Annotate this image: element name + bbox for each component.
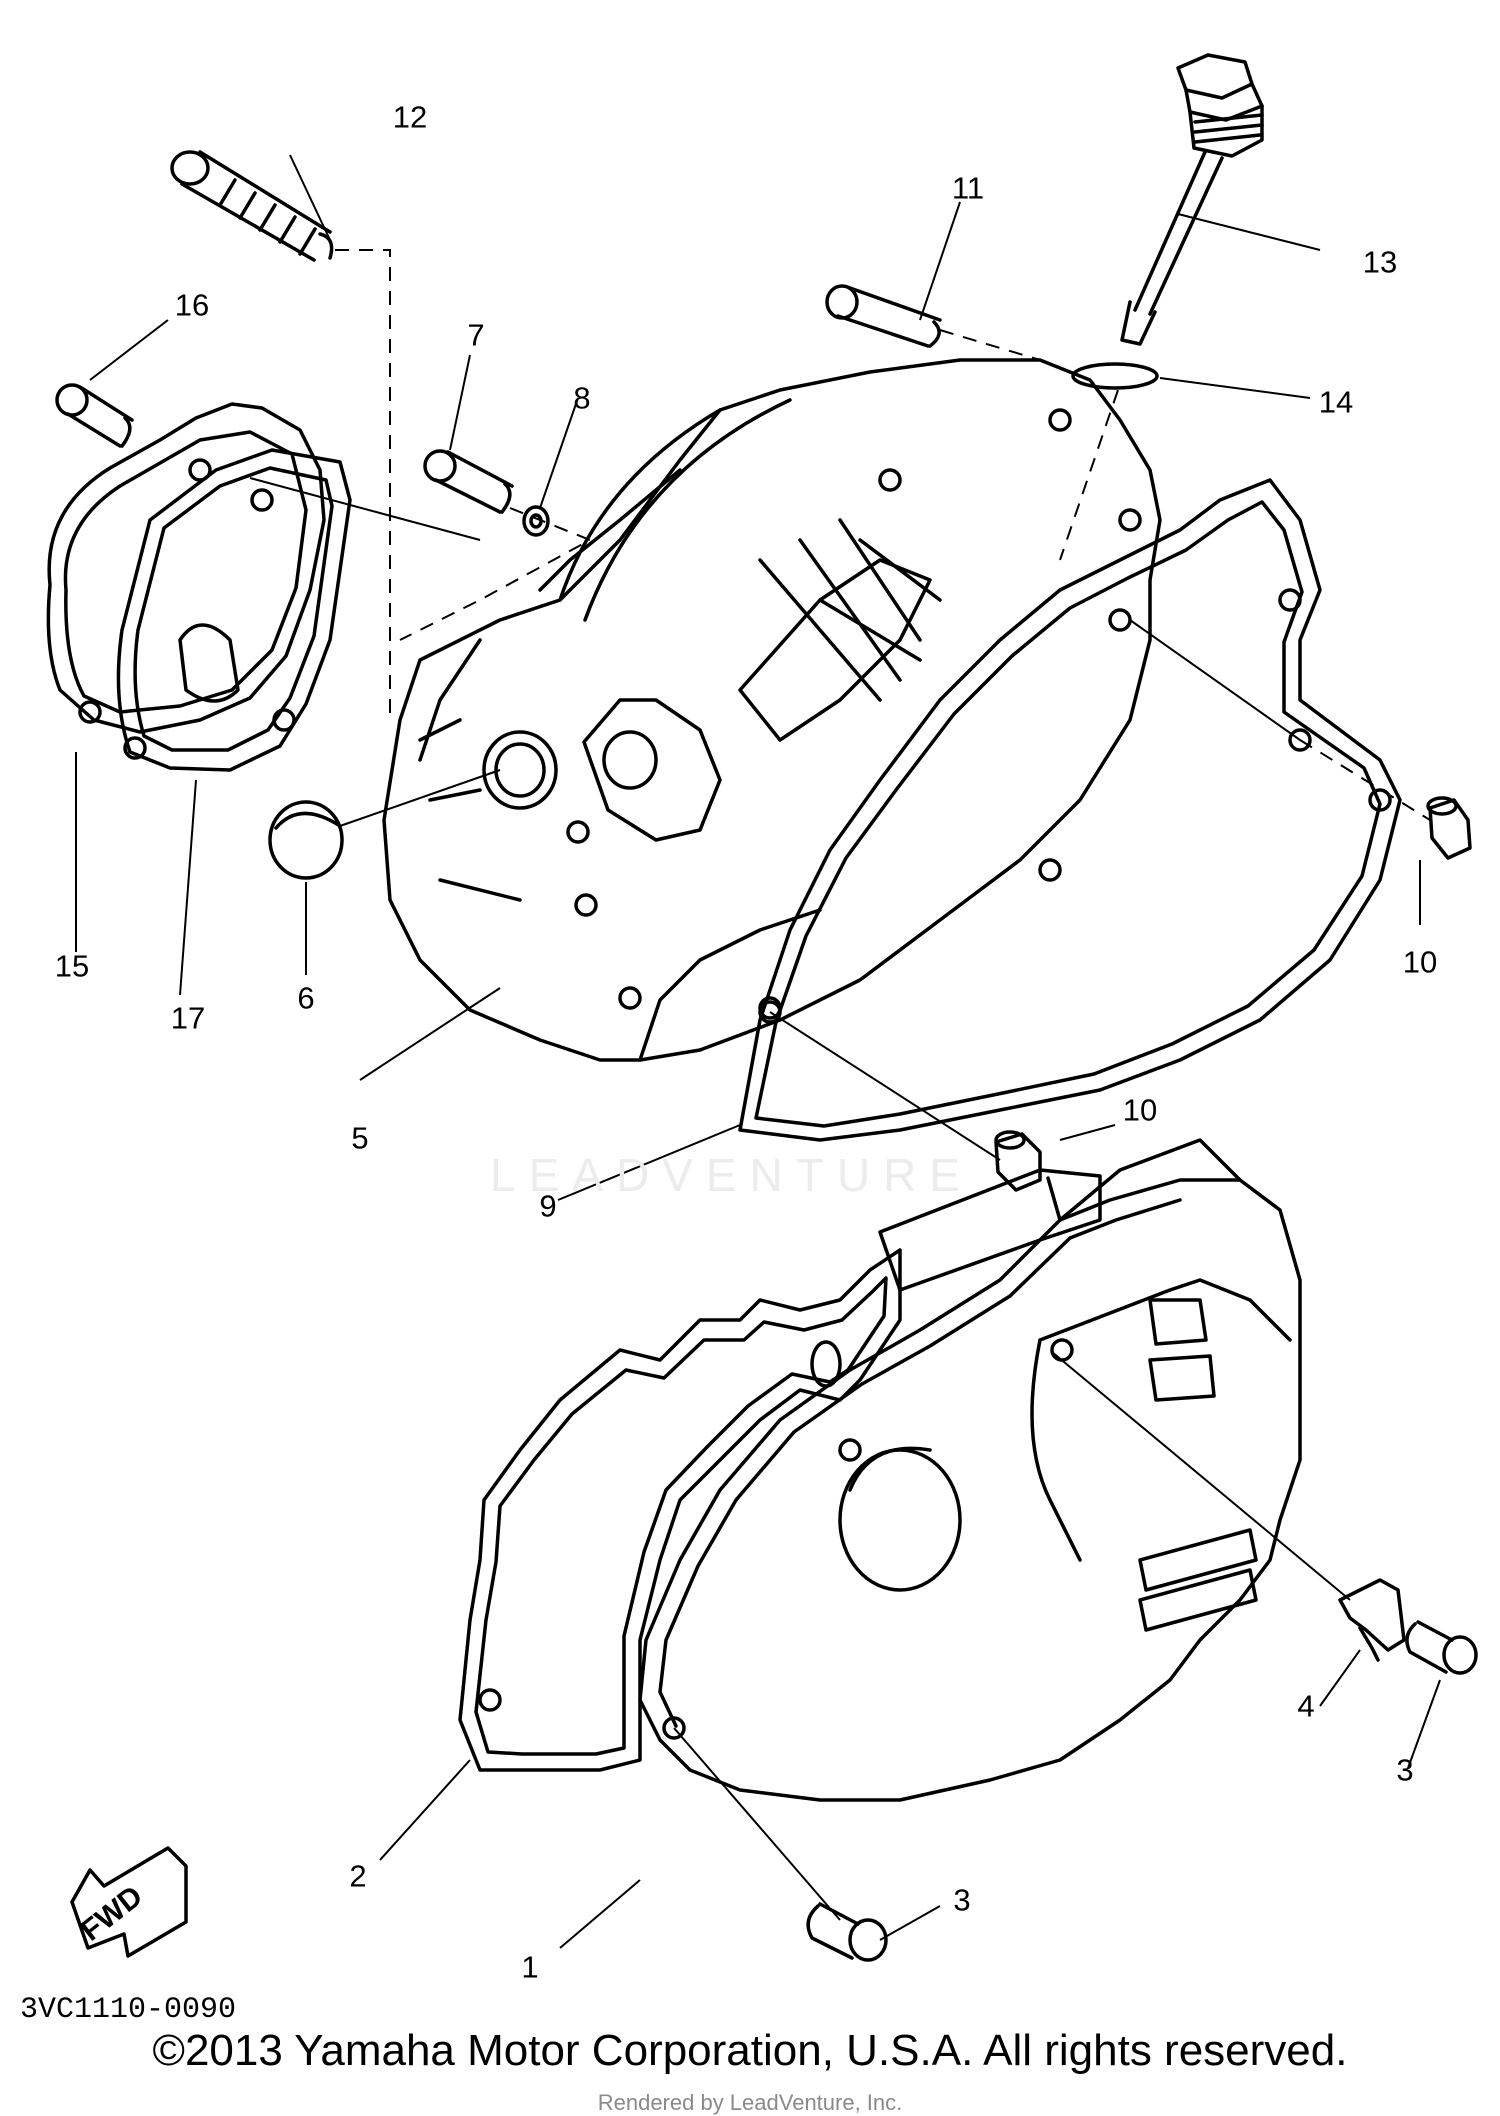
watermark: LEADVENTURE	[490, 1149, 973, 1201]
centerline-12	[335, 249, 391, 720]
part-12-long-bolt	[170, 150, 334, 262]
callout-6: 6	[297, 980, 315, 1016]
diagram-code: 3VC1110-0090	[20, 1993, 237, 2027]
callout-3-right: 3	[1396, 1752, 1414, 1788]
part-11-bolt	[825, 284, 942, 348]
leader-17	[179, 779, 197, 996]
centerline-7	[399, 507, 593, 641]
centerline-14	[1059, 389, 1119, 561]
callout-14: 14	[1318, 384, 1354, 420]
leader-3-right	[1407, 1679, 1441, 1769]
part-5-crankcase-cover	[382, 358, 1162, 1062]
centerline-6	[339, 769, 501, 827]
leader-13	[1177, 213, 1321, 251]
part-17-gasket	[116, 448, 352, 772]
part-9-gasket	[738, 478, 1402, 1142]
centerline-3-lower	[673, 1727, 841, 1921]
callout-2: 2	[349, 1858, 367, 1894]
callout-10-right: 10	[1402, 944, 1438, 980]
leader-11	[919, 201, 961, 321]
leader-5	[359, 987, 501, 1081]
callout-11: 11	[951, 170, 985, 206]
centerline-10-lower	[769, 1011, 1001, 1161]
leader-2	[379, 1759, 471, 1861]
callout-4: 4	[1297, 1688, 1315, 1724]
part-3-screw-right	[1405, 1620, 1478, 1675]
callout-15: 15	[54, 948, 90, 984]
centerline-4	[1051, 1351, 1351, 1601]
leader-16	[89, 319, 169, 381]
part-14-o-ring	[1071, 362, 1159, 390]
fwd-arrow-icon	[70, 1846, 188, 1958]
part-2-gasket	[458, 1248, 902, 1772]
part-1-lower-cover	[638, 1138, 1302, 1802]
callout-17: 17	[170, 1000, 206, 1036]
callout-13: 13	[1362, 244, 1398, 280]
centerline-16	[249, 477, 481, 541]
copyright-notice: ©2013 Yamaha Motor Corporation, U.S.A. A…	[152, 2026, 1348, 2075]
leader-12	[289, 154, 331, 241]
centerline-10-right	[1129, 619, 1301, 741]
part-10-dowel-pin-lower	[994, 1130, 1042, 1192]
leader-9	[557, 1124, 741, 1201]
leader-10-lower	[1059, 1124, 1116, 1141]
callout-7: 7	[467, 317, 485, 353]
callout-10-lower: 10	[1122, 1092, 1158, 1128]
leader-14	[1159, 377, 1311, 399]
leader-lines	[75, 154, 1441, 1949]
part-10-dowel-pin-right	[1426, 796, 1472, 860]
rendered-by-notice: Rendered by LeadVenture, Inc.	[597, 2090, 903, 2115]
part-4-clip	[1338, 1578, 1406, 1662]
callout-9: 9	[539, 1188, 557, 1224]
callout-12: 12	[392, 99, 428, 135]
callout-3-lower: 3	[953, 1882, 971, 1918]
part-3-screw-lower	[806, 1902, 888, 1962]
leader-4	[1319, 1649, 1361, 1707]
leader-1	[559, 1879, 641, 1949]
callout-1: 1	[521, 1949, 539, 1985]
leader-3-lower	[879, 1905, 941, 1941]
part-6-plug	[268, 800, 344, 880]
leader-8	[539, 397, 579, 509]
part-15-small-cover	[46, 402, 326, 734]
part-16-bolt	[55, 383, 134, 448]
callout-8: 8	[573, 380, 591, 416]
centerline-11	[939, 329, 1041, 361]
leader-7	[449, 354, 471, 451]
callout-16: 16	[174, 287, 210, 323]
callout-5: 5	[351, 1120, 369, 1156]
part-7-bolt	[423, 449, 514, 514]
part-13-dipstick	[1120, 53, 1264, 346]
